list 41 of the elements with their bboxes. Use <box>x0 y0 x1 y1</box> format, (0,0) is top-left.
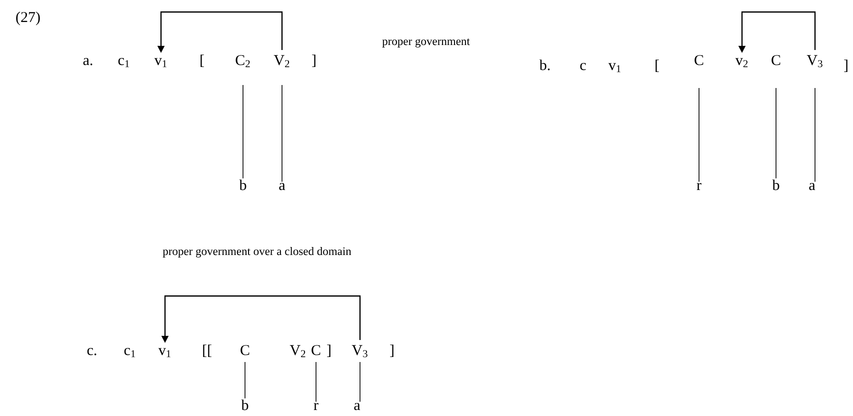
segment-symbol: v$_{2}$ <box>735 58 748 68</box>
example-text: b. <box>539 60 550 70</box>
annotation-text: proper government <box>382 38 470 48</box>
example-text: V$_{2}$ <box>290 345 306 358</box>
association-line <box>698 88 700 182</box>
segment-symbol: v$_{1}$ <box>154 58 166 68</box>
association-line <box>244 362 246 399</box>
segment-symbol: a <box>354 402 360 410</box>
segment-symbol: C <box>772 55 780 66</box>
association-line <box>242 84 244 179</box>
example-text: [ <box>656 60 659 72</box>
example-text: c$_{1}$ <box>118 58 130 68</box>
example-text: ] <box>327 344 330 357</box>
example-text: (27) <box>16 12 40 26</box>
segment-symbol: v$_{1}$ <box>158 348 170 358</box>
segment-symbol: C <box>694 55 704 66</box>
segment-symbol: V$_{3}$ <box>806 55 822 68</box>
example-text: a. <box>83 58 92 66</box>
segment-symbol: a <box>809 182 816 190</box>
segment-symbol: C <box>240 345 250 356</box>
example-text: c <box>580 62 586 70</box>
segment-symbol: C$_{2}$ <box>236 55 250 68</box>
example-text: ] <box>844 60 848 72</box>
example-text: c. <box>87 348 96 356</box>
example-text: c$_{1}$ <box>124 348 136 358</box>
segment-symbol: V$_{2}$ <box>274 55 290 68</box>
segment-symbol: a <box>279 182 286 190</box>
example-text: ] <box>312 54 316 67</box>
segment-symbol: r <box>696 182 702 190</box>
segment-symbol: b <box>239 180 246 190</box>
segment-symbol: b <box>241 400 248 410</box>
example-text: v$_{1}$ <box>608 63 620 72</box>
example-text: ] <box>390 344 394 357</box>
example-text: [[ <box>203 344 212 357</box>
segment-symbol: b <box>772 180 780 190</box>
annotation-text: proper government over a closed domain <box>162 247 352 258</box>
association-line <box>814 88 816 182</box>
segment-symbol: V$_{3}$ <box>352 345 368 358</box>
segment-symbol: r <box>314 402 318 410</box>
segment-symbol: C <box>312 345 320 356</box>
example-text: [ <box>200 54 204 67</box>
